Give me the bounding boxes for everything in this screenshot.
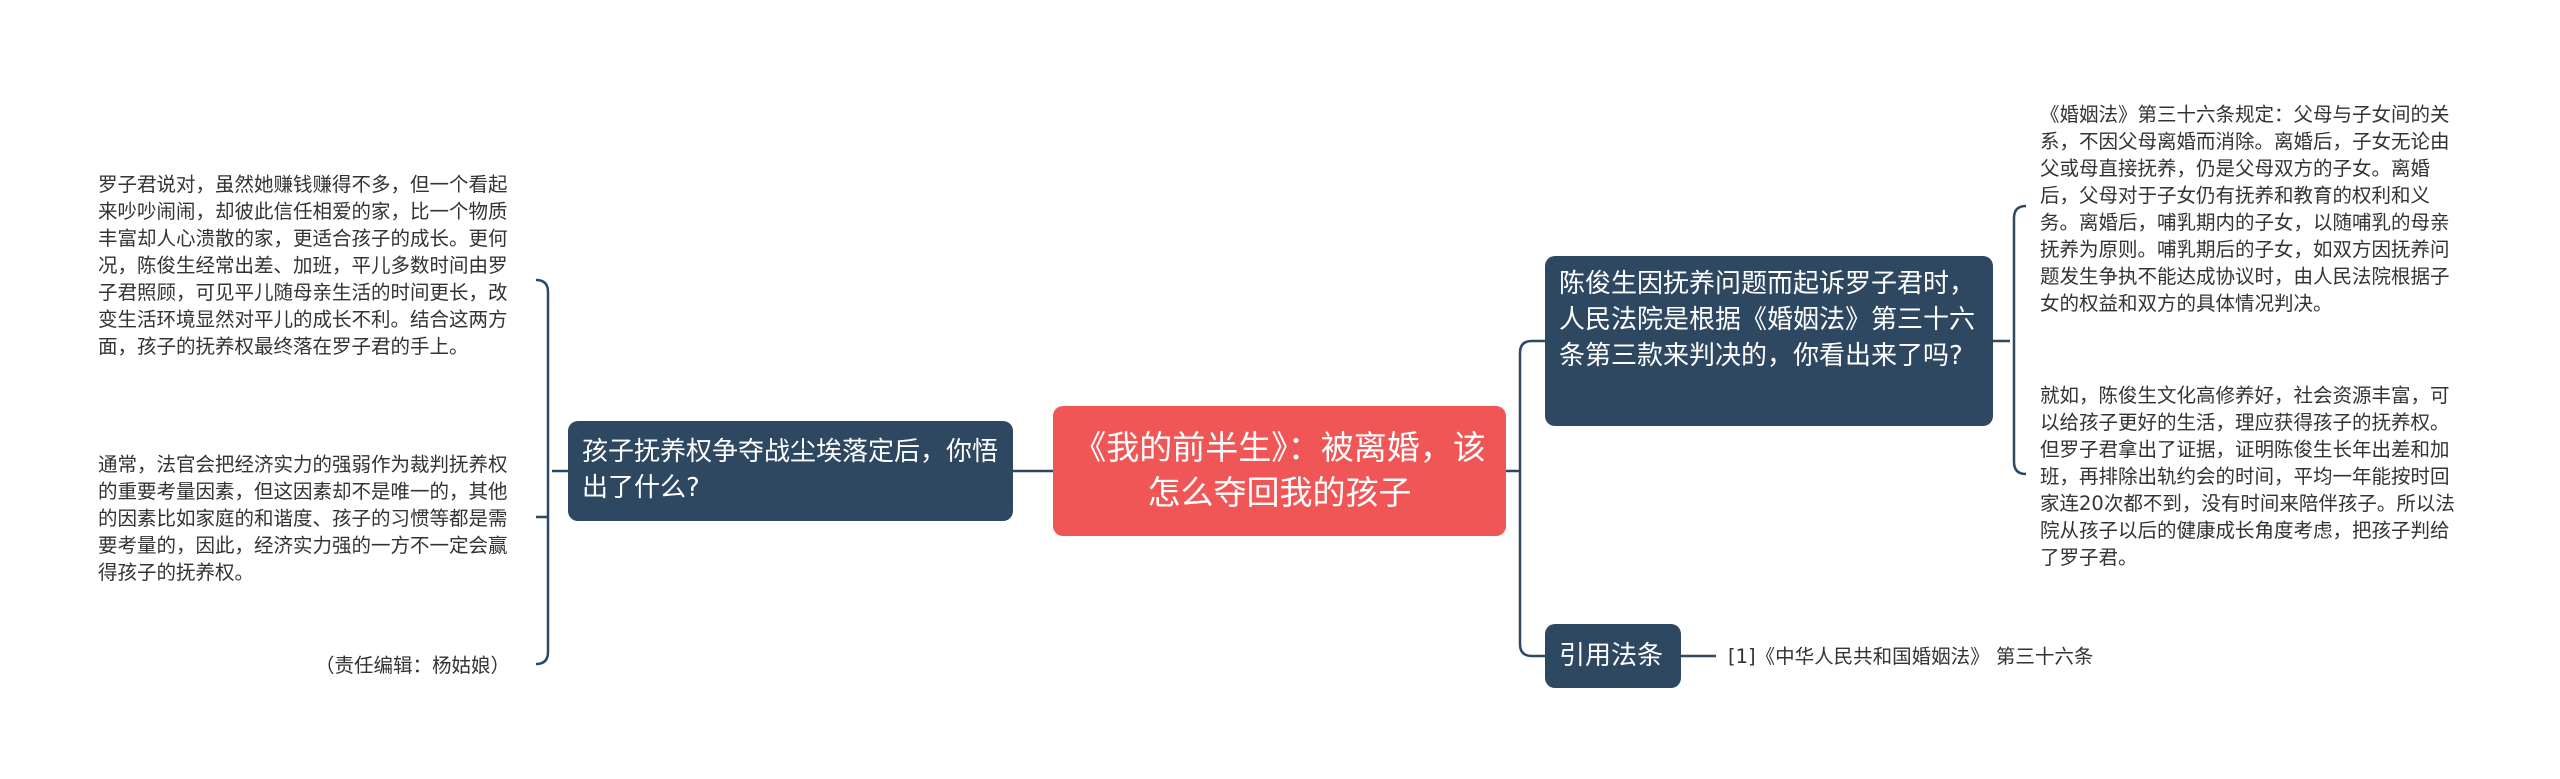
branch-court-ruling-label: 陈俊生因抚养问题而起诉罗子君时，人民法院是根据《婚姻法》第三十六条第三款来判决的… [1559,269,1976,371]
branch-lessons[interactable]: 孩子抚养权争夺战尘埃落定后，你悟出了什么? [568,421,1013,521]
branch-cited-law-label: 引用法条 [1559,641,1664,671]
branch-lessons-label: 孩子抚养权争夺战尘埃落定后，你悟出了什么? [582,437,999,503]
leaf-economic-factor: 通常，法官会把经济实力的强弱作为裁判抚养权的重要考量因素，但这因素却不是唯一的，… [98,453,508,584]
connector-root-right [1506,339,1545,658]
branch-court-ruling[interactable]: 陈俊生因抚养问题而起诉罗子君时，人民法院是根据《婚姻法》第三十六条第三款来判决的… [1545,256,1993,426]
root-topic[interactable]: 《我的前半生》：被离婚，该怎么夺回我的孩子 [1053,406,1506,536]
branch-cited-law[interactable]: 引用法条 [1545,624,1681,688]
root-topic-label: 《我的前半生》：被离婚，该怎么夺回我的孩子 [1073,428,1486,512]
leaf-law-article-36: 《婚姻法》第三十六条规定：父母与子女间的关系，不因父母离婚而消除。离婚后，子女无… [2040,103,2450,315]
connector-right-bracket [1993,204,2027,476]
leaf-law-reference: [1]《中华人民共和国婚姻法》 第三十六条 [1728,645,2094,668]
leaf-editor-credit: （责任编辑：杨姑娘） [314,654,510,677]
leaf-custody-reason: 罗子君说对，虽然她赚钱赚得不多，但一个看起来吵吵闹闹，却彼此信任相爱的家，比一个… [98,173,508,358]
leaf-court-example: 就如，陈俊生文化高修养好，社会资源丰富，可以给孩子更好的生活，理应获得孩子的抚养… [2040,384,2455,569]
connector-left-bracket [535,278,568,666]
